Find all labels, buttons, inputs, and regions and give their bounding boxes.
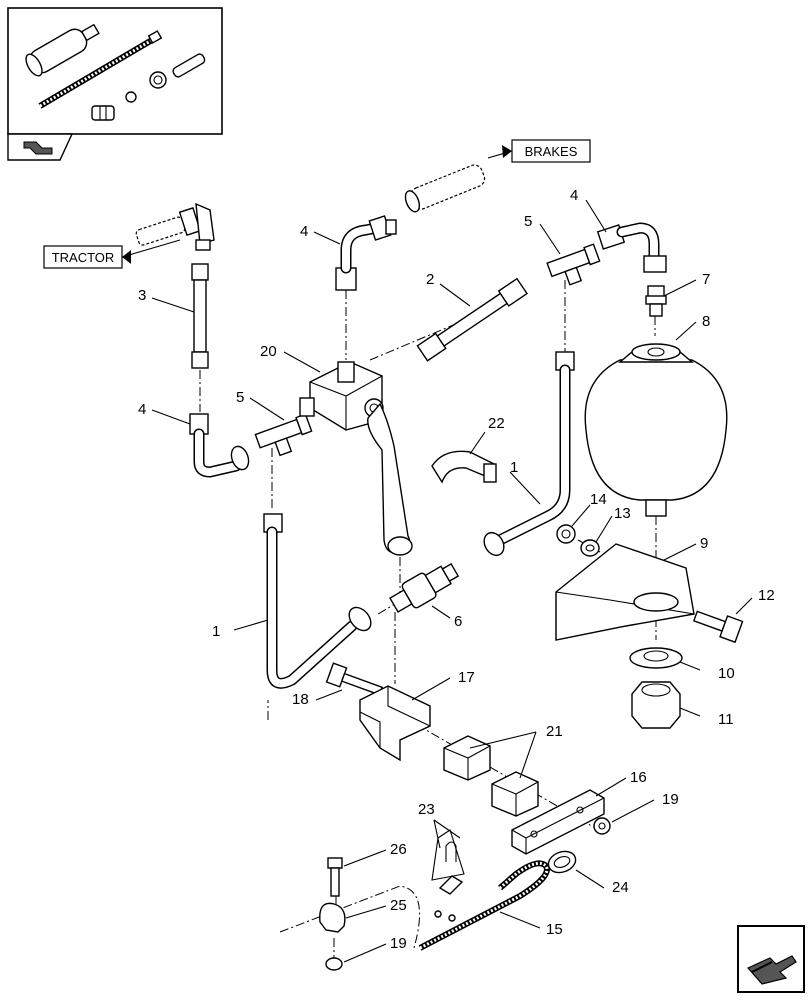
svg-text:TRACTOR: TRACTOR <box>52 250 115 265</box>
callout-5-left: 5 <box>236 389 244 406</box>
callout-1-left: 1 <box>212 623 220 640</box>
part-11-nut <box>631 681 681 729</box>
part-17-bracket <box>359 685 431 762</box>
part-14-nut <box>556 524 576 544</box>
part-1-right-tube <box>483 351 575 557</box>
callout-24: 24 <box>612 879 629 896</box>
callout-26: 26 <box>390 841 407 858</box>
callout-7: 7 <box>702 271 710 288</box>
callout-19-right: 19 <box>662 791 679 808</box>
part-4-left-elbow <box>189 413 250 478</box>
callout-22: 22 <box>488 415 505 432</box>
part-23-shackle <box>431 829 465 922</box>
callout-17: 17 <box>458 669 475 686</box>
callout-4-center: 4 <box>300 223 308 240</box>
tractor-hose-coupling <box>135 202 215 251</box>
callout-15: 15 <box>546 921 563 938</box>
callout-8: 8 <box>702 313 710 330</box>
part-19-nut-right <box>593 817 611 835</box>
page-back-arrow-icon[interactable] <box>7 133 74 161</box>
part-21-clamp-halves <box>443 735 539 817</box>
callout-13: 13 <box>614 505 631 522</box>
part-19-nut-left <box>325 957 343 971</box>
part-20-valve-block <box>299 361 413 556</box>
part-8-accumulator <box>584 343 728 517</box>
part-12-bolt <box>692 610 744 644</box>
part-26-bolt <box>327 857 343 897</box>
callout-23: 23 <box>418 801 435 818</box>
brakes-box: BRAKES <box>487 139 591 163</box>
callout-16: 16 <box>630 769 647 786</box>
leader-lines <box>151 199 753 963</box>
part-18-bolt <box>325 662 384 696</box>
part-3-pipe <box>191 263 209 369</box>
kit-thumbnail <box>7 7 223 135</box>
part-24-ring <box>547 850 577 874</box>
part-1-left-u-tube <box>263 513 372 689</box>
tractor-box: TRACTOR <box>43 239 181 269</box>
part-4-right-elbow <box>596 222 667 273</box>
callout-20: 20 <box>260 343 277 360</box>
callout-6: 6 <box>454 613 462 630</box>
part-5-left-tee <box>254 413 313 457</box>
callout-2: 2 <box>426 271 434 288</box>
part-5-right-tee <box>546 243 601 286</box>
callout-19-left: 19 <box>390 935 407 952</box>
callout-9: 9 <box>700 535 708 552</box>
part-16-bar <box>511 789 605 855</box>
part-2-pipe <box>416 277 528 362</box>
part-9-bracket <box>555 543 695 641</box>
callout-12: 12 <box>758 587 775 604</box>
part-13-washer <box>580 539 600 557</box>
part-6-fitting <box>389 562 460 613</box>
part-10-washer <box>629 647 683 669</box>
callout-4-right: 4 <box>570 187 578 204</box>
part-7-adaptor <box>645 285 667 317</box>
callout-21: 21 <box>546 723 563 740</box>
part-4-center-elbow <box>335 215 397 291</box>
callout-4-left: 4 <box>138 401 146 418</box>
callout-25: 25 <box>390 897 407 914</box>
callout-11: 11 <box>718 711 734 728</box>
callouts: 3 4 5 1 20 4 2 5 4 7 8 22 1 14 13 9 12 6… <box>138 187 775 952</box>
part-25-clip <box>319 902 346 933</box>
part-15-cable <box>418 860 550 951</box>
callout-1-right: 1 <box>510 459 518 476</box>
brakes-hose-coupling <box>404 164 486 213</box>
callout-10: 10 <box>718 665 735 682</box>
callout-14: 14 <box>590 491 607 508</box>
svg-text:BRAKES: BRAKES <box>525 144 578 159</box>
part-22-clamp <box>431 450 497 484</box>
callout-18: 18 <box>292 691 309 708</box>
callout-3: 3 <box>138 287 146 304</box>
callout-5-right: 5 <box>524 213 532 230</box>
page-next-arrow-icon[interactable] <box>737 925 805 993</box>
